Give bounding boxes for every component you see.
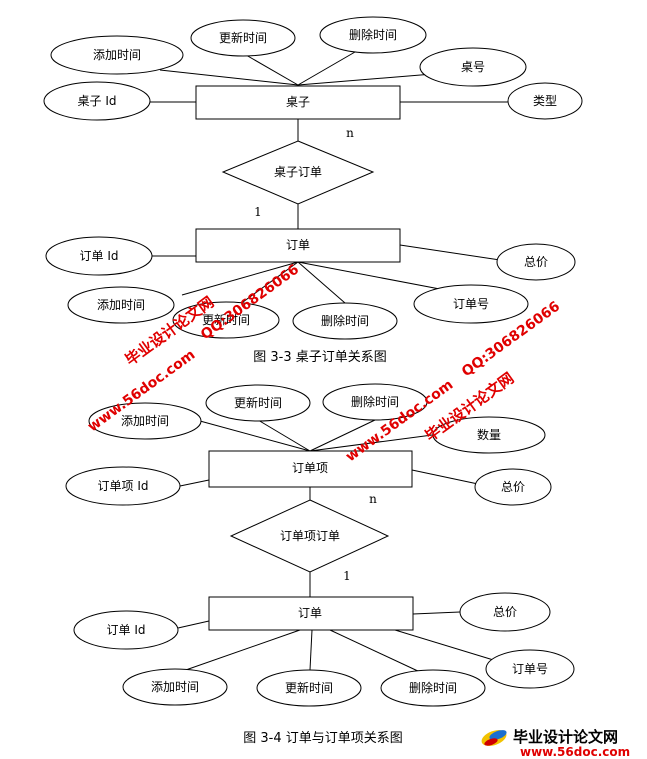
- relationship-item-order-label: 订单项订单: [280, 529, 340, 543]
- attr-order2-update-time-label: 更新时间: [285, 680, 333, 695]
- caption-figure-3-3: 图 3-3 桌子订单关系图: [253, 350, 387, 365]
- attr-order-id: [45, 236, 153, 276]
- attr-order-delete-time: [292, 302, 398, 340]
- attr-order-update-time: [172, 301, 280, 339]
- edge-item-quantity: [309, 431, 456, 452]
- attr-item-quantity-label: 数量: [477, 427, 501, 442]
- edge-order-add-time: [181, 261, 299, 296]
- logo-site-url: www.56doc.com: [520, 745, 630, 759]
- attr-order-no: [413, 284, 529, 324]
- attr-item-update-time-label: 更新时间: [234, 395, 282, 410]
- attr-order2-id-label: 订单 Id: [107, 623, 146, 637]
- attr-item-add-time: [88, 402, 202, 440]
- entity-order-item: [208, 450, 413, 488]
- attr-item-total-label: 总价: [501, 480, 525, 494]
- attr-item-total: [474, 468, 552, 506]
- edge-order2-id: [177, 620, 210, 629]
- entity-order: [195, 228, 401, 263]
- attr-order2-no: [485, 649, 575, 689]
- attr-order-total: [496, 243, 576, 281]
- attr-order-add-time-label: 添加时间: [97, 298, 145, 312]
- relationship-desk-order: [221, 140, 375, 205]
- attr-order-delete-time-label: 删除时间: [321, 313, 369, 328]
- edge-order2-total: [412, 611, 461, 615]
- edge-order-no: [297, 261, 446, 291]
- edge-item-delete-time: [309, 419, 376, 452]
- attr-order2-no-label: 订单号: [512, 662, 548, 676]
- edge-item-total: [411, 469, 479, 485]
- attr-desk-delete-time-label: 删除时间: [349, 27, 397, 42]
- edge-desk-delete-time: [297, 51, 356, 86]
- edge-order2-add-time: [179, 629, 301, 673]
- attr-order-id-label: 订单 Id: [80, 249, 119, 263]
- cardinality-1-order-2: 1: [343, 569, 351, 583]
- entity-desk-label: 桌子: [286, 95, 310, 109]
- edge-order-update-time: [231, 261, 299, 311]
- attr-order2-delete-time-label: 删除时间: [409, 680, 457, 695]
- cardinality-n-desk: n: [346, 126, 354, 140]
- entity-order-2: [208, 596, 414, 631]
- entity-order-item-label: 订单项: [292, 461, 328, 475]
- attr-desk-add-time-label: 添加时间: [93, 48, 141, 62]
- attr-order-total-label: 总价: [524, 255, 548, 269]
- entity-order-label: 订单: [286, 238, 310, 252]
- logo-swoosh-icon: [481, 730, 507, 746]
- entity-desk: [195, 85, 401, 120]
- cardinality-1-order: 1: [254, 205, 262, 219]
- attr-order2-add-time: [122, 668, 228, 706]
- site-logo: 毕业设计论文网 www.56doc.com: [481, 728, 630, 759]
- attr-item-id: [65, 466, 181, 506]
- attr-order2-total-label: 总价: [493, 605, 517, 619]
- attr-item-delete-time: [322, 383, 428, 421]
- attr-desk-delete-time: [319, 16, 427, 54]
- attr-item-quantity: [432, 416, 546, 454]
- edge-desk-no: [297, 72, 446, 86]
- logo-site-name: 毕业设计论文网: [513, 728, 618, 746]
- attr-desk-type: [507, 82, 583, 120]
- attr-order2-update-time: [256, 669, 362, 707]
- caption-figure-3-4: 图 3-4 订单与订单项关系图: [243, 731, 403, 746]
- attr-item-update-time: [205, 384, 311, 422]
- edge-desk-update-time: [245, 54, 299, 86]
- attr-desk-id-label: 桌子 Id: [78, 94, 117, 108]
- cardinality-n-item: n: [369, 492, 377, 506]
- attr-order2-id: [73, 610, 179, 650]
- relationship-item-order: [229, 499, 390, 573]
- relationship-desk-order-label: 桌子订单: [274, 165, 322, 179]
- attr-order2-delete-time: [380, 669, 486, 707]
- attr-item-delete-time-label: 删除时间: [351, 394, 399, 409]
- attr-desk-id: [43, 81, 151, 121]
- attr-desk-no-label: 桌号: [461, 60, 485, 74]
- attr-order2-total: [459, 592, 551, 632]
- attr-order-add-time: [67, 286, 175, 324]
- attr-desk-update-time-label: 更新时间: [219, 30, 267, 45]
- edge-order2-no: [394, 629, 501, 663]
- edge-order2-update-time: [309, 629, 313, 671]
- attr-desk-add-time: [50, 35, 184, 75]
- edge-order-total: [399, 244, 501, 261]
- attr-desk-update-time: [190, 19, 296, 57]
- attr-item-add-time-label: 添加时间: [121, 414, 169, 428]
- attr-order2-add-time-label: 添加时间: [151, 680, 199, 694]
- edge-desk-add-time: [159, 69, 299, 86]
- attr-order-no-label: 订单号: [453, 297, 489, 311]
- diagram-item-order: 添加时间 更新时间 删除时间 数量 订单项 Id 总价 订单项 n 订单项订单 …: [65, 383, 575, 746]
- edge-item-id: [179, 479, 210, 487]
- edge-order2-delete-time: [329, 629, 421, 673]
- edge-item-update-time: [257, 419, 311, 452]
- attr-item-id-label: 订单项 Id: [98, 479, 149, 493]
- attr-order-update-time-label: 更新时间: [202, 312, 250, 327]
- edge-item-add-time: [199, 420, 311, 452]
- attr-desk-no: [419, 47, 527, 87]
- attr-desk-type-label: 类型: [533, 94, 557, 108]
- edge-order-delete-time: [297, 261, 346, 304]
- diagram-desk-order: 添加时间 更新时间 删除时间 桌号 桌子 Id 类型 桌子 n 桌子订单 1 订…: [43, 16, 583, 365]
- entity-order-2-label: 订单: [298, 606, 322, 620]
